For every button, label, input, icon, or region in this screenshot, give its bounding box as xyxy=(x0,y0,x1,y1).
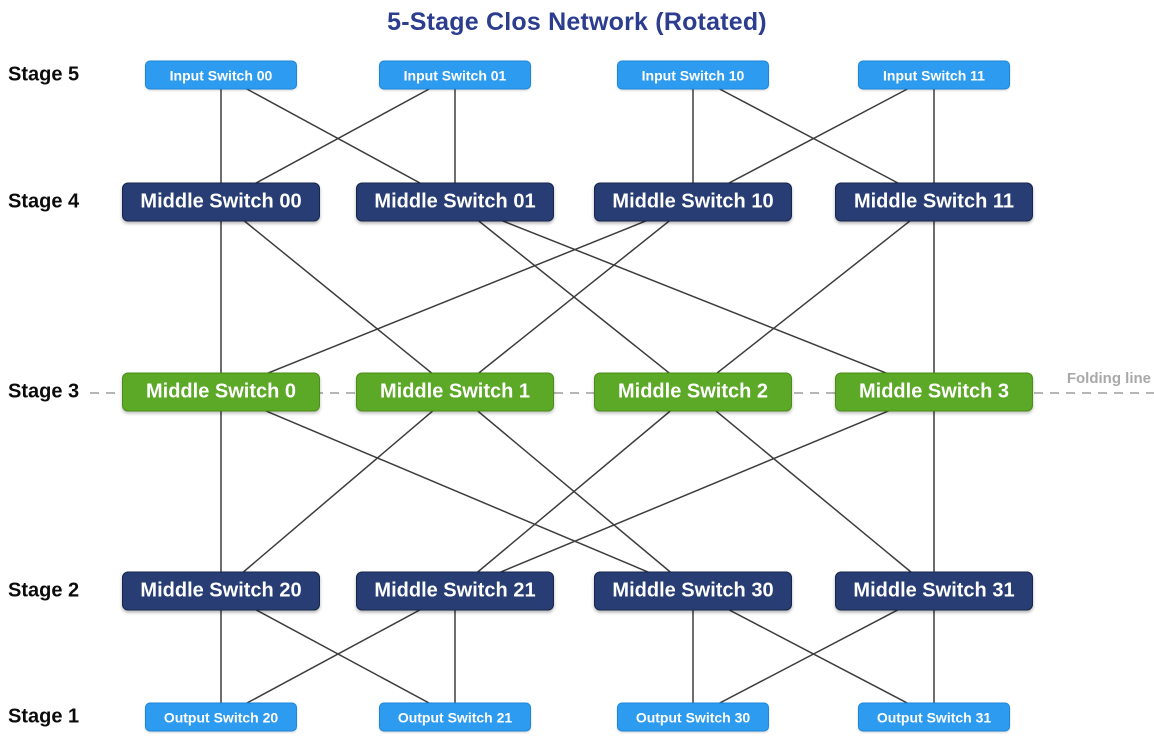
edge-middle-switch-01--middle-switch-3 xyxy=(454,201,935,393)
node-middle-switch-00: Middle Switch 00 xyxy=(122,182,320,222)
edge-middle-switch-0--middle-switch-30 xyxy=(220,391,694,592)
node-middle-switch-10: Middle Switch 10 xyxy=(594,182,792,222)
node-output-switch-30: Output Switch 30 xyxy=(617,702,769,732)
edge-middle-switch-11--middle-switch-2 xyxy=(692,201,935,393)
node-input-switch-01: Input Switch 01 xyxy=(379,60,531,90)
node-middle-switch-31: Middle Switch 31 xyxy=(835,571,1033,611)
node-middle-switch-11: Middle Switch 11 xyxy=(835,182,1033,222)
stage-label-stage-1: Stage 1 xyxy=(8,705,80,728)
edge-middle-switch-1--middle-switch-20 xyxy=(220,391,456,592)
edge-middle-switch-31--output-switch-30 xyxy=(692,590,935,718)
node-middle-switch-21: Middle Switch 21 xyxy=(356,571,554,611)
edge-middle-switch-3--middle-switch-21 xyxy=(454,391,935,592)
node-output-switch-31: Output Switch 31 xyxy=(858,702,1010,732)
edge-middle-switch-21--output-switch-20 xyxy=(220,590,456,718)
folding-line-label: Folding line xyxy=(1066,370,1151,387)
node-middle-switch-3: Middle Switch 3 xyxy=(835,372,1033,412)
node-input-switch-11: Input Switch 11 xyxy=(858,60,1010,90)
node-output-switch-20: Output Switch 20 xyxy=(145,702,297,732)
edge-middle-switch-2--middle-switch-21 xyxy=(454,391,694,592)
node-middle-switch-30: Middle Switch 30 xyxy=(594,571,792,611)
stage-label-stage-2: Stage 2 xyxy=(8,579,80,602)
node-input-switch-00: Input Switch 00 xyxy=(145,60,297,90)
node-middle-switch-01: Middle Switch 01 xyxy=(356,182,554,222)
diagram-title: 5-Stage Clos Network (Rotated) xyxy=(387,8,767,36)
edge-middle-switch-10--middle-switch-1 xyxy=(454,201,694,393)
stage-label-stage-5: Stage 5 xyxy=(8,63,80,86)
node-output-switch-21: Output Switch 21 xyxy=(379,702,531,732)
edge-middle-switch-10--middle-switch-0 xyxy=(220,201,694,393)
edge-input-switch-11--middle-switch-10 xyxy=(692,74,935,203)
edge-middle-switch-2--middle-switch-31 xyxy=(692,391,935,592)
edge-middle-switch-00--middle-switch-1 xyxy=(220,201,456,393)
stage-label-stage-4: Stage 4 xyxy=(8,190,80,213)
node-middle-switch-2: Middle Switch 2 xyxy=(594,372,792,412)
node-middle-switch-1: Middle Switch 1 xyxy=(356,372,554,412)
node-middle-switch-20: Middle Switch 20 xyxy=(122,571,320,611)
node-middle-switch-0: Middle Switch 0 xyxy=(122,372,320,412)
node-input-switch-10: Input Switch 10 xyxy=(617,60,769,90)
stage-label-stage-3: Stage 3 xyxy=(8,380,80,403)
edge-input-switch-01--middle-switch-00 xyxy=(220,74,456,203)
